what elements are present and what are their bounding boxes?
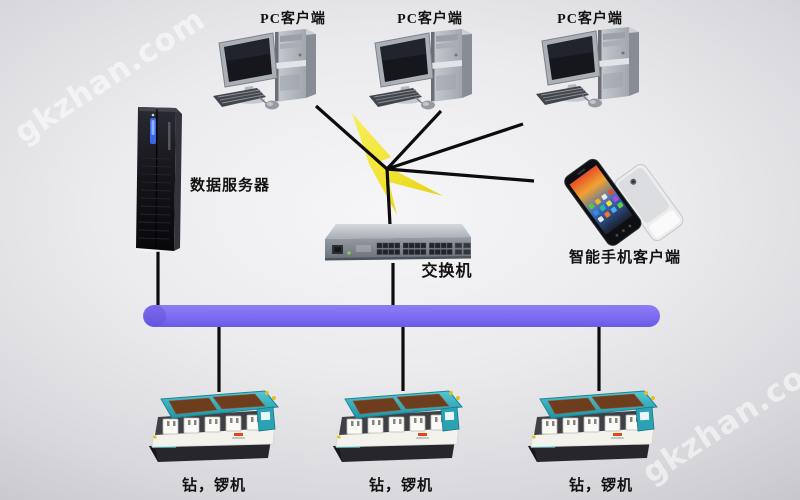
pc-client-3-image: [535, 24, 655, 112]
phone-app-icons: [588, 189, 624, 223]
lightning-bolt-shape: [352, 113, 443, 215]
data-server-label: 数据服务器: [189, 178, 271, 194]
white-phone: [614, 163, 684, 242]
drill-machine-3-image: [525, 390, 660, 465]
data-server-image: [126, 102, 190, 252]
drill-machine-2-label: 钻，锣机: [368, 478, 434, 494]
bus-bar: [143, 305, 660, 327]
pc-client-3-label: PC客户端: [557, 12, 623, 27]
line-pc3-hub: [386, 122, 524, 171]
network-lines: [156, 104, 601, 392]
line-pc1-hub: [314, 104, 389, 171]
drill-machine-1-label: 钻，锣机: [181, 478, 247, 494]
black-phone: [564, 158, 642, 246]
switch-sfp-ports: [454, 242, 471, 255]
line-phone-hub: [386, 167, 535, 183]
switch-ports: [376, 242, 453, 255]
drill-machine-1-image: [146, 390, 281, 465]
smartphone-label: 智能手机客户端: [568, 250, 682, 266]
pc-client-2-label: PC客户端: [397, 12, 463, 27]
line-pc2-hub: [385, 109, 443, 171]
drill-machine-3-label: 钻，锣机: [568, 478, 634, 494]
phone-screen: [569, 165, 633, 235]
pc-client-2-image: [368, 26, 488, 114]
phone-buttons: [615, 224, 632, 237]
drill-machine-2-image: [330, 390, 465, 465]
line-hub-switch: [385, 167, 392, 226]
switch-label: 交换机: [421, 263, 473, 280]
pc-client-1-image: [212, 26, 332, 114]
switch-led: [347, 251, 351, 255]
switch-image: [319, 222, 474, 264]
pc-client-1-label: PC客户端: [260, 12, 326, 27]
bus-bar-end-cap: [144, 305, 166, 327]
smartphone-image: [556, 152, 701, 257]
